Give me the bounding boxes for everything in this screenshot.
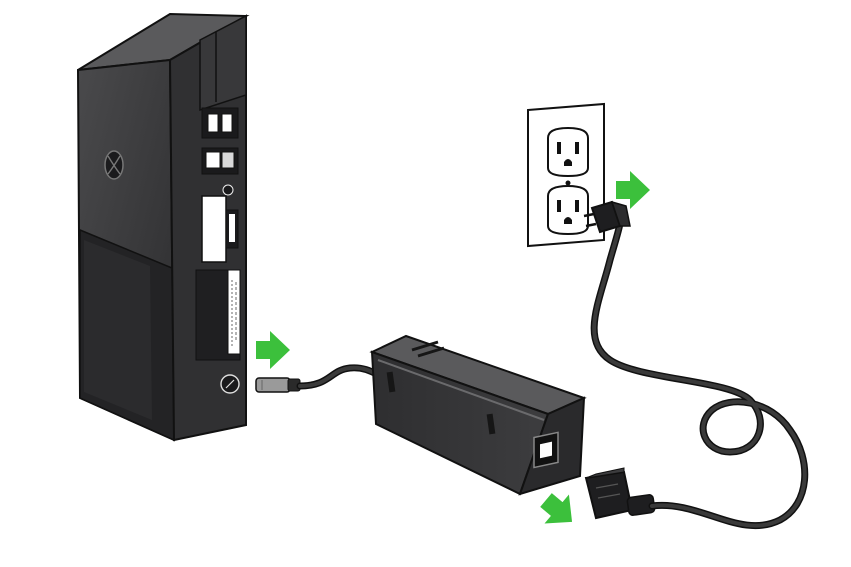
wall-outlet-icon <box>527 102 605 248</box>
arrow-connect-outlet-icon <box>616 171 650 209</box>
console-dc-plug <box>255 377 301 393</box>
arrow-connect-brick-icon <box>540 493 573 524</box>
power-supply-icon <box>369 334 587 496</box>
console-sticker <box>195 269 241 361</box>
xbox-logo-icon <box>104 150 124 180</box>
console-port-panel <box>201 107 239 263</box>
xbox-console-icon <box>76 12 250 442</box>
console-gloss-highlight <box>84 240 152 420</box>
wall-plug <box>583 200 631 234</box>
step-arrows <box>256 171 650 524</box>
console-back-top-panel <box>199 14 247 112</box>
brick-ac-inlet <box>533 431 559 469</box>
arrow-connect-console-icon <box>256 331 290 369</box>
iec-plug <box>584 467 656 520</box>
